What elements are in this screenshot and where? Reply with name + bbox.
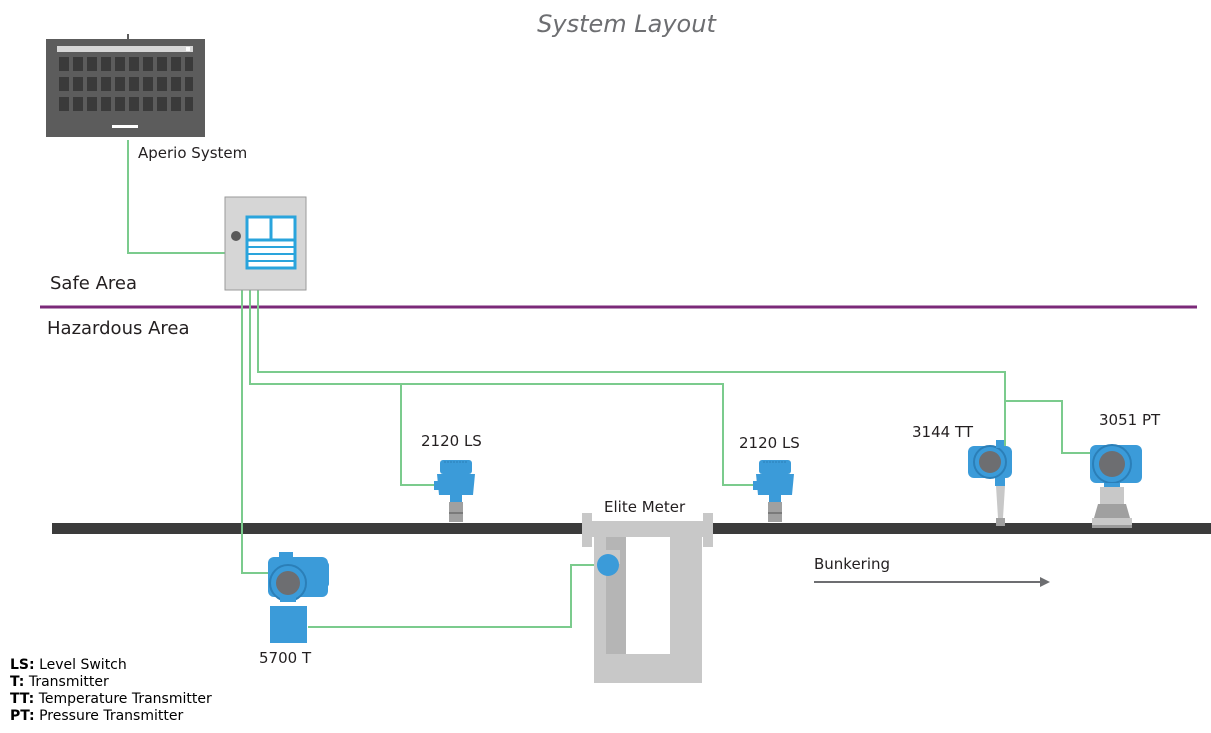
wire-branch-ls1 bbox=[400, 384, 436, 486]
diagram-title: System Layout bbox=[537, 10, 716, 38]
legend-abbr: PT: bbox=[10, 708, 35, 724]
abbreviation-legend: LS: Level Switch T: Transmitter TT: Temp… bbox=[10, 657, 212, 725]
legend-abbr: T: bbox=[10, 674, 25, 690]
safe-area-label: Safe Area bbox=[50, 273, 138, 294]
aperio-system-label: Aperio System bbox=[138, 144, 248, 162]
level-switch-2 bbox=[753, 460, 794, 522]
legend-abbr: LS: bbox=[10, 657, 35, 673]
legend-item: LS: Level Switch bbox=[10, 657, 212, 674]
wire-junction-to-transmitter bbox=[241, 290, 270, 574]
legend-item: PT: Pressure Transmitter bbox=[10, 708, 212, 725]
legend-text: Temperature Transmitter bbox=[38, 691, 212, 707]
level-switch-1 bbox=[434, 460, 475, 522]
legend-text: Transmitter bbox=[28, 674, 109, 690]
legend-text: Level Switch bbox=[39, 657, 127, 673]
pressure-transmitter-label: 3051 PT bbox=[1099, 411, 1161, 429]
wire-branch-pt bbox=[1005, 400, 1092, 454]
bunkering-label: Bunkering bbox=[814, 555, 891, 573]
level-switch-1-label: 2120 LS bbox=[421, 432, 482, 450]
transmitter-5700-label: 5700 T bbox=[259, 649, 312, 667]
wire-transmitter-to-meter bbox=[308, 564, 596, 628]
flow-arrow bbox=[814, 577, 1050, 587]
temperature-transmitter bbox=[968, 440, 1012, 526]
temperature-transmitter-label: 3144 TT bbox=[912, 423, 974, 441]
wire-junction-to-tt-pt bbox=[257, 290, 1006, 452]
legend-item: T: Transmitter bbox=[10, 674, 212, 691]
wire-junction-to-ls1-ls2 bbox=[249, 290, 755, 486]
signal-wires bbox=[127, 140, 1092, 628]
wire-aperio-to-junction bbox=[127, 140, 226, 254]
elite-meter-label: Elite Meter bbox=[604, 498, 686, 516]
transmitter-5700 bbox=[268, 552, 329, 643]
hazardous-area-label: Hazardous Area bbox=[47, 318, 190, 339]
legend-item: TT: Temperature Transmitter bbox=[10, 691, 212, 708]
level-switch-2-label: 2120 LS bbox=[739, 434, 800, 452]
legend-abbr: TT: bbox=[10, 691, 35, 707]
pressure-transmitter bbox=[1090, 444, 1142, 528]
junction-box bbox=[224, 196, 307, 291]
elite-meter bbox=[582, 513, 713, 683]
legend-text: Pressure Transmitter bbox=[39, 708, 184, 724]
aperio-monitor bbox=[46, 34, 205, 137]
